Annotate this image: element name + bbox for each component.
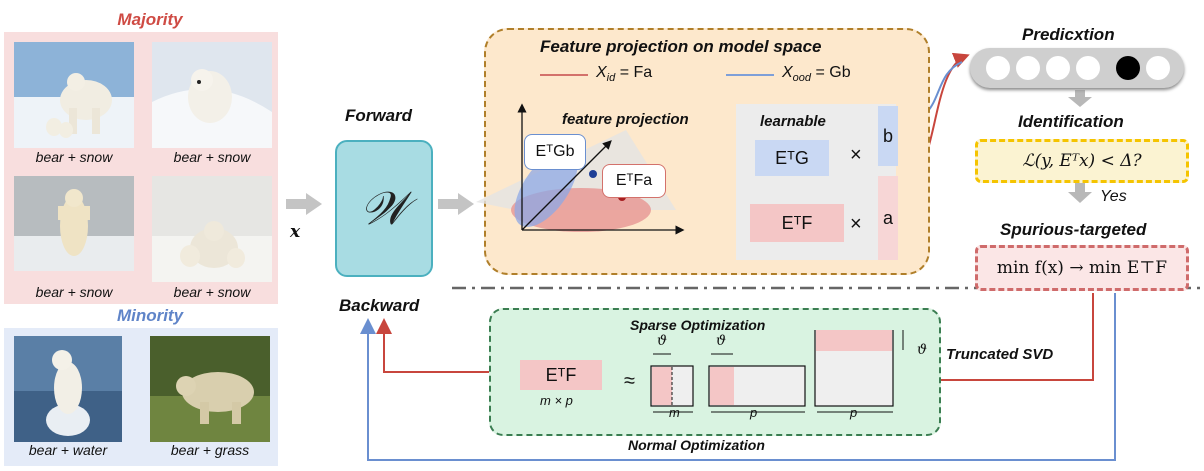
etg-box: EᵀG xyxy=(755,140,829,176)
arrow-truncated-svd xyxy=(906,293,1094,388)
backward-label: Backward xyxy=(339,296,420,315)
bear-snow-image-1 xyxy=(14,42,134,148)
identification-title: Identification xyxy=(1018,112,1124,131)
feature-projection-title: Feature projection on model space xyxy=(540,37,822,56)
output-node-4 xyxy=(1076,56,1100,80)
theta-label-2: ϑ xyxy=(716,333,727,349)
caption-majority-4: bear + snow xyxy=(173,284,251,300)
legend-lines xyxy=(540,74,774,76)
output-node-active xyxy=(1116,56,1140,80)
caption-majority-1: bear + snow xyxy=(35,149,113,165)
caption-majority-3: bear + snow xyxy=(35,284,113,300)
output-node-3 xyxy=(1046,56,1070,80)
approx-symbol: ≈ xyxy=(624,370,635,392)
svd-matrices xyxy=(650,330,904,413)
yes-label: Yes xyxy=(1100,188,1127,205)
majority-panel: bear + snow bear + snow bear + snow bear… xyxy=(4,32,278,304)
caption-minority-1: bear + water xyxy=(28,442,108,458)
s-sparse-part xyxy=(710,367,734,405)
bear-snow-image-3 xyxy=(14,176,134,271)
legend-ood-text: Xood = Gb xyxy=(782,64,851,85)
etfa-callout: EᵀFa xyxy=(602,164,666,198)
sparse-etf-box: EᵀF xyxy=(520,360,602,390)
p-label-1: p xyxy=(750,405,758,420)
sparse-optimization-title: Sparse Optimization xyxy=(630,317,766,333)
legend-id-text: Xid = Fa xyxy=(596,64,653,85)
learnable-label: learnable xyxy=(760,113,826,130)
grey-arrow-forward xyxy=(438,193,474,215)
arrow-normal-optimization xyxy=(360,293,1116,461)
prediction-output-bar xyxy=(970,48,1184,88)
ood-point xyxy=(589,170,597,178)
caption-majority-2: bear + snow xyxy=(173,149,251,165)
minority-title: Minority xyxy=(116,306,184,325)
diag-axis xyxy=(521,140,612,231)
forward-label: Forward xyxy=(345,106,413,125)
sparse-dims: m × p xyxy=(540,393,573,408)
output-node-1 xyxy=(986,56,1010,80)
m-label: m xyxy=(669,405,680,420)
arrow-sparse-to-backward xyxy=(376,318,518,373)
bear-snow-image-4 xyxy=(152,176,272,282)
prediction-title: Predicxtion xyxy=(1022,25,1115,44)
etf-box: EᵀF xyxy=(750,204,844,242)
times-symbol-1: × xyxy=(850,144,862,166)
theta-label-1: ϑ xyxy=(657,333,668,349)
vector-a: a xyxy=(878,176,898,260)
projection-label: feature projection xyxy=(562,111,689,128)
caption-minority-2: bear + grass xyxy=(170,442,250,458)
grey-arrow-yes xyxy=(1068,183,1092,203)
theta-label-3: ϑ xyxy=(917,342,928,358)
input-x-label: x xyxy=(290,222,301,242)
identification-condition: ℒ(y, Eᵀx) < Δ? xyxy=(975,139,1189,183)
times-symbol-2: × xyxy=(850,213,862,235)
normal-optimization-label: Normal Optimization xyxy=(628,437,765,453)
bear-water-image xyxy=(14,336,122,442)
u-sparse-part xyxy=(652,367,672,405)
weight-symbol: 𝒲 xyxy=(359,180,409,235)
minority-panel: bear + water bear + grass xyxy=(4,328,278,466)
output-node-2 xyxy=(1016,56,1040,80)
model-weights-box: 𝒲 xyxy=(335,140,433,277)
spurious-formula: min f(x) → min E⊤F xyxy=(975,245,1189,291)
v-sparse-part xyxy=(816,330,892,351)
output-node-6 xyxy=(1146,56,1170,80)
spurious-title: Spurious-targeted xyxy=(1000,220,1147,239)
grey-arrow-identification xyxy=(1068,90,1092,107)
truncated-svd-label: Truncated SVD xyxy=(946,346,1054,363)
bear-snow-image-2 xyxy=(152,42,272,148)
majority-title: Majority xyxy=(117,10,183,29)
vector-b: b xyxy=(878,106,898,166)
etgb-callout: EᵀGb xyxy=(524,134,586,170)
bear-grass-image xyxy=(150,336,270,442)
p-label-2: p xyxy=(850,405,858,420)
grey-arrow-input xyxy=(286,193,322,215)
